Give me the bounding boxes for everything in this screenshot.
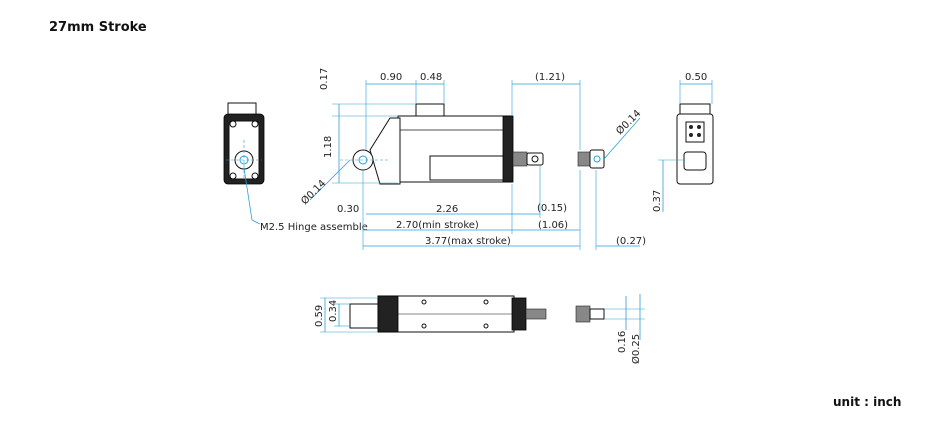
- dim-hole-left: Ø0.14: [299, 177, 329, 207]
- dim-0-27: (0.27): [616, 236, 646, 247]
- dim-0-59: 0.59: [314, 305, 325, 327]
- dim-0-50: 0.50: [685, 72, 707, 83]
- dim-0-17: 0.17: [319, 68, 330, 90]
- dim-0-25: Ø0.25: [630, 334, 642, 364]
- dim-max-stroke: 3.77(max stroke): [425, 236, 511, 247]
- left-end-view: [223, 102, 265, 225]
- front-view-actuator: [340, 103, 544, 185]
- right-side-view: [658, 80, 714, 212]
- dim-0-34: 0.34: [328, 300, 339, 322]
- dim-0-15: (0.15): [537, 203, 567, 214]
- dim-1-21: (1.21): [535, 72, 565, 83]
- dim-0-48: 0.48: [420, 72, 442, 83]
- bottom-view-actuator: [320, 294, 645, 340]
- dim-min-stroke: 2.70(min stroke): [396, 220, 479, 231]
- dim-0-37: 0.37: [652, 190, 663, 212]
- rod-end-view: [577, 117, 641, 169]
- dim-1-18: 1.18: [323, 136, 334, 158]
- unit-label: unit : inch: [833, 395, 902, 409]
- dim-1-06: (1.06): [538, 220, 568, 231]
- page-title: 27mm Stroke: [49, 20, 147, 35]
- hinge-callout-label: M2.5 Hinge assemble: [260, 222, 368, 233]
- dim-0-30: 0.30: [337, 204, 359, 215]
- dim-hole-right: Ø0.14: [614, 107, 644, 137]
- dim-0-16: 0.16: [617, 331, 628, 353]
- dim-0-90: 0.90: [380, 72, 402, 83]
- front-dimension-lines: [309, 80, 640, 250]
- dim-2-26: 2.26: [436, 204, 458, 215]
